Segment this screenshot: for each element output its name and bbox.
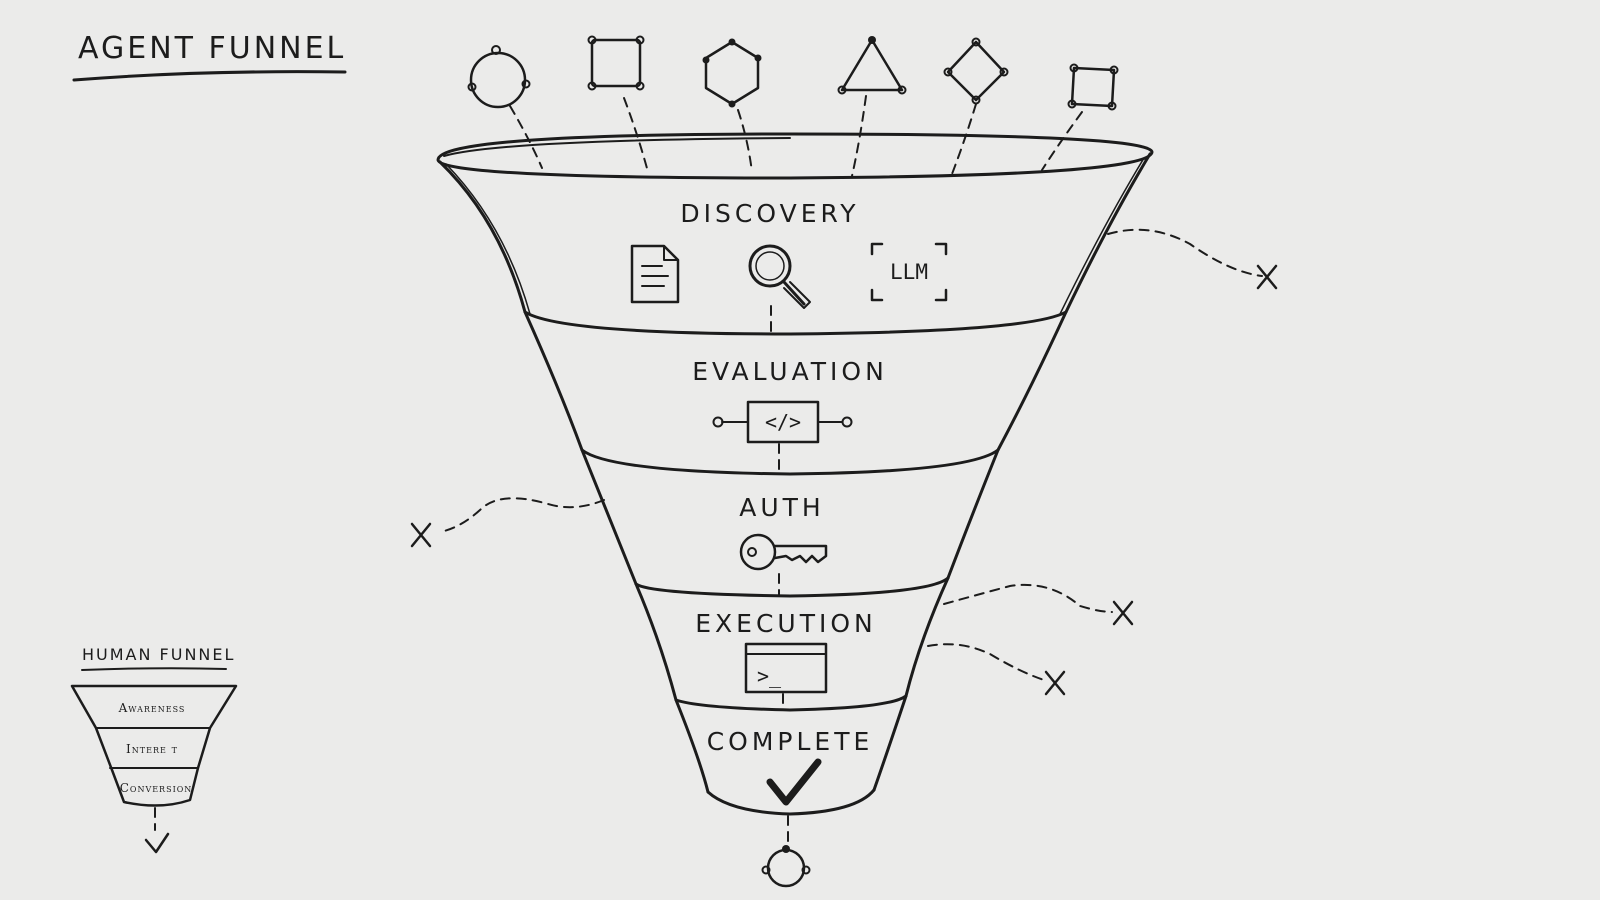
x-icon <box>1044 670 1066 696</box>
output-node <box>761 815 811 888</box>
square-node-icon <box>1067 63 1119 111</box>
band-divider-2 <box>580 448 1000 476</box>
square-node-icon <box>587 35 645 91</box>
title-underline <box>72 70 347 82</box>
band-divider-4 <box>674 694 908 712</box>
page-title: AGENT FUNNEL <box>78 31 346 66</box>
magnifier-icon <box>748 244 811 309</box>
hexagon-node-icon <box>702 38 762 108</box>
stage-discovery: DISCOVERY LLM <box>630 199 948 335</box>
human-funnel-underline <box>81 667 227 671</box>
human-funnel-stage: Intere t <box>126 742 178 756</box>
band-divider-1 <box>523 310 1068 336</box>
stage-label: AUTH <box>739 493 824 522</box>
funnel-body <box>436 132 1154 816</box>
input-nodes <box>467 35 1119 111</box>
dropoff-execution-1 <box>943 583 1134 626</box>
checkmark-icon <box>144 832 170 854</box>
code-icon: </> <box>712 400 853 444</box>
stage-evaluation: EVALUATION </> <box>692 357 888 475</box>
human-funnel-dividers <box>95 727 211 769</box>
terminal-icon-label: >_ <box>757 664 782 688</box>
stage-label: EXECUTION <box>695 609 877 638</box>
checkmark-icon <box>766 758 822 806</box>
circle-node-icon <box>761 845 811 888</box>
dropoff-execution-2 <box>927 643 1066 696</box>
llm-icon-label: LLM <box>890 260 928 284</box>
code-icon-label: </> <box>765 410 801 434</box>
document-icon <box>630 244 680 304</box>
stage-auth: AUTH <box>739 493 828 597</box>
llm-icon: LLM <box>870 242 948 302</box>
dropoff-discovery <box>1107 228 1278 290</box>
diamond-node-icon <box>943 37 1009 105</box>
human-funnel-title: HUMAN FUNNEL <box>82 645 235 664</box>
x-icon <box>1112 600 1134 626</box>
funnel-right-wall <box>872 152 1152 792</box>
funnel-bottom <box>706 788 876 816</box>
funnel-left-wall <box>438 160 710 794</box>
human-funnel-stage: Awareness <box>118 701 186 715</box>
title-group: AGENT FUNNEL <box>72 31 347 82</box>
stage-complete: COMPLETE <box>707 727 874 806</box>
dropoff-paths <box>410 228 1278 696</box>
x-icon <box>1256 264 1278 290</box>
circle-node-icon <box>467 45 531 109</box>
x-icon <box>410 522 432 548</box>
human-funnel: HUMAN FUNNEL Awareness Intere t Conversi… <box>70 645 238 854</box>
key-icon <box>739 533 828 571</box>
stage-label: EVALUATION <box>692 357 888 386</box>
stage-execution: EXECUTION >_ <box>695 609 877 711</box>
triangle-node-icon <box>837 36 907 95</box>
stage-label: DISCOVERY <box>680 199 859 228</box>
funnel-rim <box>436 132 1154 180</box>
human-funnel-stage: Conversion <box>120 781 193 795</box>
dropoff-auth <box>410 497 605 548</box>
terminal-icon: >_ <box>744 642 828 694</box>
band-divider-3 <box>634 576 950 598</box>
stage-label: COMPLETE <box>707 727 874 756</box>
